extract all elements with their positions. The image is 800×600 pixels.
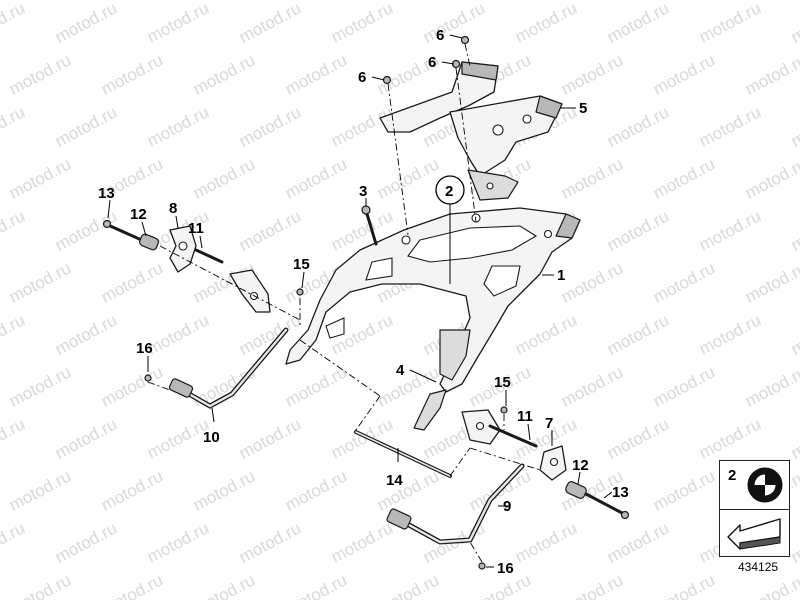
callout-11a: 11 (188, 220, 204, 237)
part-3-bolt (361, 205, 378, 246)
callout-11b: 11 (517, 408, 533, 425)
right-mounting-hardware (386, 406, 630, 570)
callout-10: 10 (203, 429, 220, 446)
callout-13a: 13 (98, 185, 115, 202)
part-14-bar (354, 430, 452, 478)
part-4-strut (413, 389, 447, 431)
callout-4: 4 (396, 362, 405, 379)
drawing-code: 434125 (738, 560, 779, 574)
callout-6a: 6 (358, 69, 366, 86)
part-6-screws (382, 35, 470, 85)
callout-9: 9 (503, 498, 511, 515)
callout-13b: 13 (612, 484, 629, 501)
callout-7: 7 (545, 415, 553, 432)
callout-16a: 16 (136, 340, 153, 357)
callout-16b: 16 (497, 560, 514, 577)
bmw-roundel-icon (747, 467, 783, 503)
callout-12b: 12 (572, 457, 589, 474)
callout-labels: 1 2 3 4 5 6 6 6 7 8 9 10 11 11 12 12 13 … (98, 27, 629, 577)
callout-15b: 15 (494, 374, 511, 391)
legend-box: 2 (719, 460, 790, 557)
callout-3: 3 (359, 183, 367, 200)
reference-arrow-icon (727, 518, 781, 550)
part-5-upper-bracket (379, 61, 563, 201)
part-1-rear-carrier-frame (285, 207, 581, 393)
callout-2-circle (435, 175, 465, 205)
callout-1: 1 (557, 267, 565, 284)
legend-divider (720, 509, 789, 510)
assembly-lines (147, 43, 541, 563)
callout-12a: 12 (130, 206, 147, 223)
callout-2: 2 (445, 183, 453, 200)
left-mounting-hardware (102, 219, 304, 409)
callout-5: 5 (579, 100, 587, 117)
legend-number: 2 (728, 467, 737, 484)
callout-6c: 6 (436, 27, 444, 44)
leader-lines (107, 34, 613, 568)
callout-14: 14 (386, 472, 403, 489)
callout-15a: 15 (293, 256, 310, 273)
callout-8: 8 (169, 200, 177, 217)
callout-6b: 6 (428, 54, 436, 71)
